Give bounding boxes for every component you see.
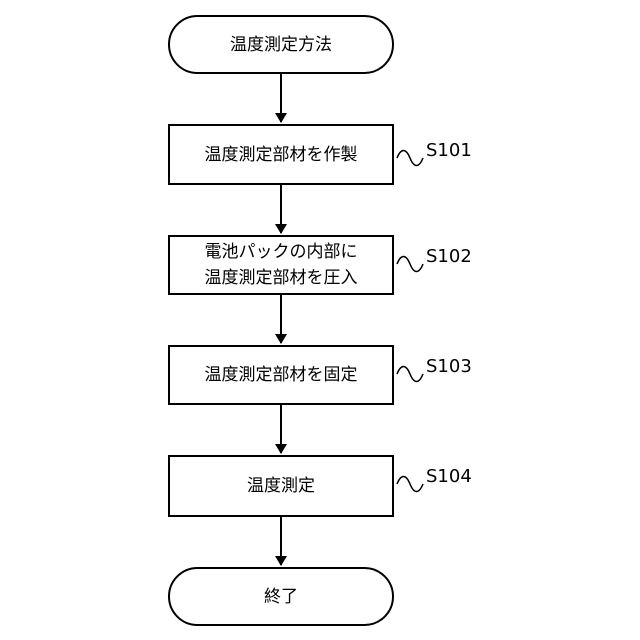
step-s101-box: 温度測定部材を作製 (168, 124, 394, 185)
step-label-s102: S102 (426, 247, 472, 267)
step-s102-box: 電池パックの内部に 温度測定部材を圧入 (168, 235, 394, 295)
step-s103-box: 温度測定部材を固定 (168, 345, 394, 405)
leader-s103 (397, 367, 423, 382)
start-text: 温度測定方法 (230, 32, 332, 58)
leader-s104 (397, 477, 423, 492)
step-label-s104: S104 (426, 467, 472, 487)
step-s102-text: 電池パックの内部に 温度測定部材を圧入 (205, 239, 358, 291)
step-s104-box: 温度測定 (168, 455, 394, 517)
end-text: 終了 (264, 584, 298, 610)
leader-s102 (397, 257, 423, 272)
start-terminal: 温度測定方法 (168, 15, 394, 74)
end-terminal: 終了 (168, 567, 394, 626)
step-label-s101: S101 (426, 141, 472, 161)
step-s101-text: 温度測定部材を作製 (205, 142, 358, 168)
step-s104-text: 温度測定 (247, 473, 315, 499)
step-s103-text: 温度測定部材を固定 (205, 362, 358, 388)
step-label-s103: S103 (426, 357, 472, 377)
leader-s101 (397, 151, 423, 166)
